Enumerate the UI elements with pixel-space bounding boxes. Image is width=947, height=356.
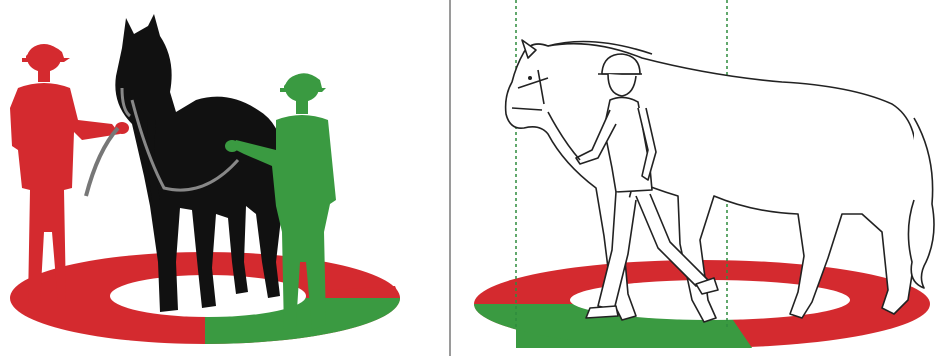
left-panel-standing-position: [0, 0, 450, 356]
right-panel-leading-position: [452, 0, 947, 356]
horse-eye: [528, 76, 532, 80]
leading-position-illustration: [452, 0, 947, 356]
panel-divider: [449, 0, 451, 356]
standing-position-illustration: [0, 0, 450, 356]
